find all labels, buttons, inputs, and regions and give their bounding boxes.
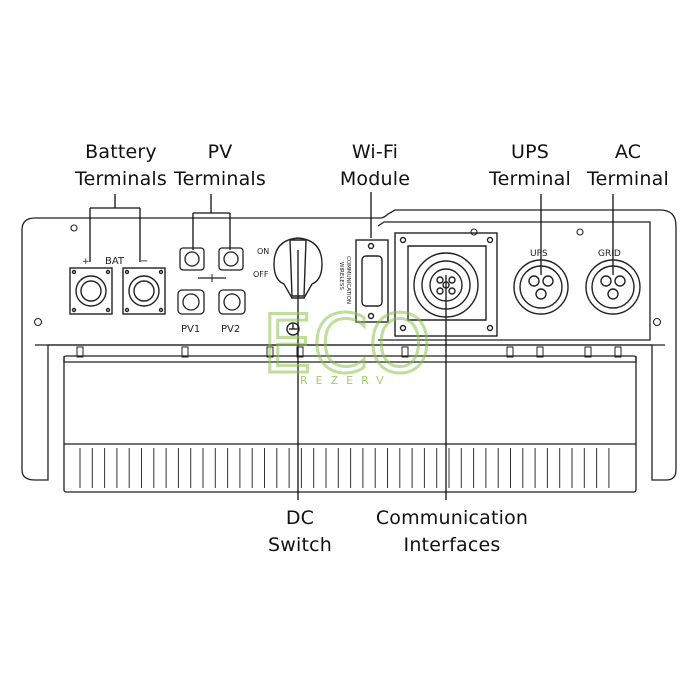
svg-text:ECO: ECO xyxy=(262,300,431,391)
grid-connector xyxy=(585,259,641,315)
off-text: OFF xyxy=(253,270,269,279)
wifi-module xyxy=(355,239,389,323)
watermark-subtext: REZERV xyxy=(300,374,392,387)
pv-plus-text: + xyxy=(207,271,217,285)
grid-text: GRID xyxy=(598,249,621,259)
communication-text: COMMUNICATION xyxy=(345,256,351,304)
battery-terminals xyxy=(69,267,166,315)
ups-connector xyxy=(513,259,569,315)
bat-minus-text: − xyxy=(140,256,148,267)
pv-terminals xyxy=(177,247,246,315)
bat-plus-text: + xyxy=(82,257,90,267)
bat-text: BAT xyxy=(105,256,125,267)
heatsink-fins xyxy=(79,448,610,488)
on-text: ON xyxy=(257,247,269,256)
ups-text: UPS xyxy=(530,249,548,259)
communication-gland xyxy=(394,232,498,337)
pv2-text: PV2 xyxy=(221,324,240,335)
watermark-logo: ECO xyxy=(262,300,433,393)
pv1-text: PV1 xyxy=(181,324,200,335)
dc-switch xyxy=(273,237,323,336)
wireless-text: WIRELESS xyxy=(338,262,344,290)
